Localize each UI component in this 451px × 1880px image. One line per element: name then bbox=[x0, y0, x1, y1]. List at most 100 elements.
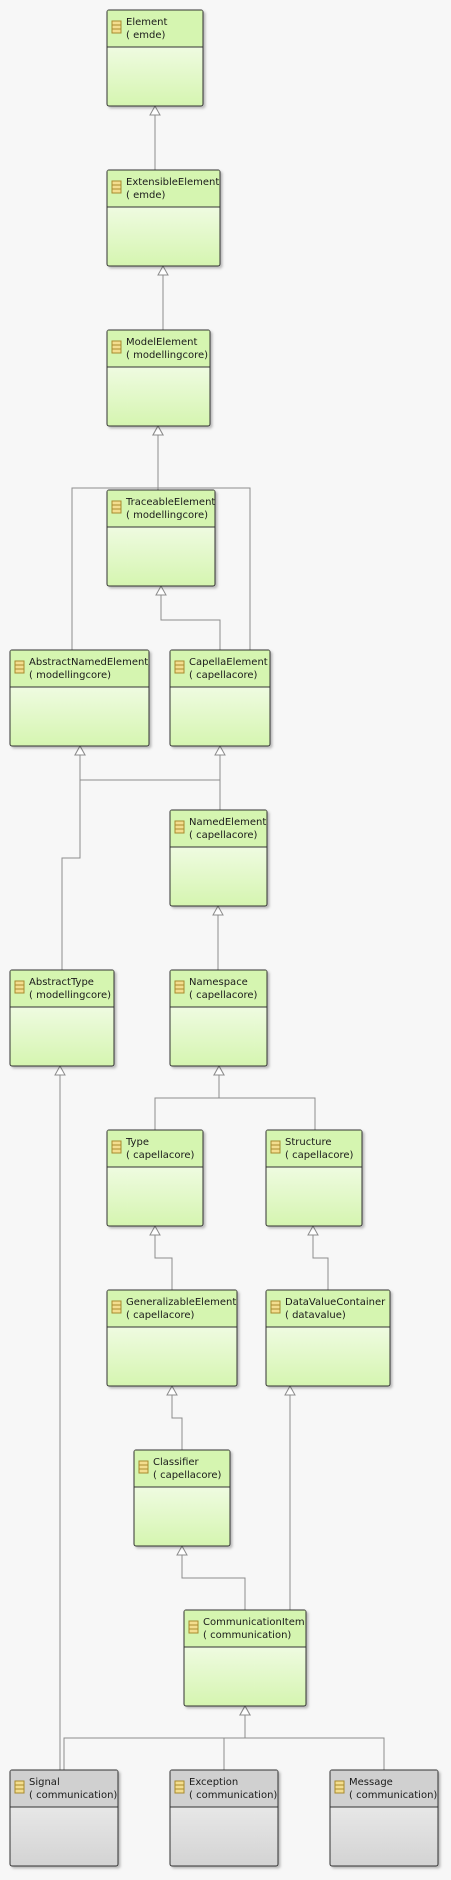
class-box-structure[interactable]: Structure ( capellacore) bbox=[265, 1129, 363, 1227]
generalization-extensible-element-to-element bbox=[149, 104, 161, 170]
class-icon bbox=[138, 1460, 149, 1474]
generalization-namespace-to-named-element bbox=[212, 904, 224, 970]
class-box-header bbox=[107, 1290, 237, 1327]
class-box-signal[interactable]: Signal ( communication) bbox=[9, 1769, 119, 1867]
class-box-header bbox=[107, 170, 220, 207]
generalization-arrowhead bbox=[214, 744, 226, 756]
class-box-capella-element[interactable]: CapellaElement( capellacore) bbox=[169, 649, 271, 747]
class-box-namespace[interactable]: Namespace ( capellacore) bbox=[169, 969, 268, 1067]
class-name: Structure bbox=[285, 1137, 332, 1148]
class-name: CapellaElement bbox=[189, 657, 268, 668]
class-box-header bbox=[266, 1130, 362, 1167]
class-box-header bbox=[10, 970, 114, 1007]
class-icon bbox=[174, 660, 185, 674]
class-nodes: Element( emde) ExtensibleElement( emde) Mo… bbox=[9, 9, 439, 1867]
class-package: ( capellacore) bbox=[285, 1150, 354, 1161]
class-box-header bbox=[107, 330, 210, 367]
class-package: ( communication) bbox=[349, 1790, 437, 1801]
generalization-signal-to-communication-item bbox=[63, 1704, 251, 1770]
class-icon bbox=[270, 1300, 281, 1314]
class-icon bbox=[111, 1140, 122, 1154]
class-icon bbox=[111, 1300, 122, 1314]
class-box-header bbox=[107, 490, 215, 527]
class-box-generalizable-element[interactable]: GeneralizableElement ( capellacore) bbox=[106, 1289, 238, 1387]
class-box-classifier[interactable]: Classifier( capellacore) bbox=[133, 1449, 231, 1547]
class-name: ModelElement bbox=[126, 337, 198, 348]
class-name: NamedElement bbox=[189, 817, 266, 828]
generalization-named-element-to-abstract-named-element bbox=[74, 744, 221, 810]
class-package: ( communication) bbox=[189, 1790, 277, 1801]
class-box-header bbox=[107, 1130, 203, 1167]
class-package: ( capellacore) bbox=[189, 990, 258, 1001]
generalization-capella-element-to-traceable-element bbox=[155, 584, 221, 650]
generalization-arrowhead bbox=[239, 1704, 251, 1716]
class-icon bbox=[111, 180, 122, 194]
generalization-generalizable-element-to-type bbox=[149, 1224, 173, 1290]
class-box-model-element[interactable]: ModelElement ( modellingcore) bbox=[106, 329, 211, 427]
generalization-arrowhead bbox=[307, 1224, 319, 1236]
class-icon bbox=[111, 340, 122, 354]
class-box-communication-item[interactable]: CommunicationItem ( communication) bbox=[183, 1609, 307, 1707]
class-name: DataValueContainer bbox=[285, 1297, 386, 1308]
generalization-model-element-to-extensible-element bbox=[157, 264, 169, 330]
class-package: ( modellingcore) bbox=[126, 350, 208, 361]
generalization-named-element-to-capella-element bbox=[214, 744, 226, 810]
class-name: ExtensibleElement bbox=[126, 177, 219, 188]
generalization-arrowhead bbox=[149, 1224, 161, 1236]
class-name: Namespace bbox=[189, 977, 248, 988]
class-box-extensible-element[interactable]: ExtensibleElement( emde) bbox=[106, 169, 221, 267]
class-name: Message bbox=[349, 1777, 393, 1788]
class-package: ( capellacore) bbox=[126, 1310, 195, 1321]
class-icon bbox=[174, 1780, 185, 1794]
class-icon bbox=[270, 1140, 281, 1154]
class-box-abstract-type[interactable]: AbstractType( modellingcore) bbox=[9, 969, 115, 1067]
class-name: AbstractNamedElement bbox=[29, 657, 148, 668]
generalization-arrowhead bbox=[212, 904, 224, 916]
class-name: Type bbox=[125, 1137, 149, 1148]
class-box-header bbox=[170, 1770, 278, 1807]
generalization-data-value-container-to-structure bbox=[307, 1224, 329, 1290]
class-icon bbox=[334, 1780, 345, 1794]
class-package: ( modellingcore) bbox=[29, 990, 111, 1001]
class-name: Element bbox=[126, 17, 167, 28]
class-icon bbox=[188, 1620, 199, 1634]
class-box-header bbox=[170, 650, 270, 687]
class-name: Classifier bbox=[153, 1457, 200, 1468]
generalization-arrowhead bbox=[54, 1064, 66, 1076]
generalization-message-to-communication-item bbox=[239, 1704, 385, 1770]
generalization-signal-to-abstract-type bbox=[54, 1064, 66, 1770]
class-box-exception[interactable]: Exception ( communication) bbox=[169, 1769, 279, 1867]
class-name: Signal bbox=[29, 1777, 60, 1788]
class-name: Exception bbox=[189, 1777, 238, 1788]
generalization-arrowhead bbox=[155, 584, 167, 596]
generalization-arrowhead bbox=[152, 424, 164, 436]
class-package: ( communication) bbox=[203, 1630, 291, 1641]
class-box-header bbox=[184, 1610, 306, 1647]
class-package: ( capellacore) bbox=[126, 1150, 195, 1161]
class-icon bbox=[111, 500, 122, 514]
class-box-header bbox=[10, 650, 149, 687]
class-package: ( capellacore) bbox=[189, 830, 258, 841]
class-name: GeneralizableElement bbox=[126, 1297, 236, 1308]
generalization-arrowhead bbox=[284, 1384, 296, 1396]
class-box-type[interactable]: Type ( capellacore) bbox=[106, 1129, 204, 1227]
generalization-edges bbox=[54, 104, 385, 1770]
class-package: ( datavalue) bbox=[285, 1310, 346, 1321]
class-box-message[interactable]: Message ( communication) bbox=[329, 1769, 439, 1867]
generalization-arrowhead bbox=[213, 1064, 225, 1076]
class-name: CommunicationItem bbox=[203, 1617, 305, 1628]
class-box-abstract-named-element[interactable]: AbstractNamedElement ( modellingcore) bbox=[9, 649, 150, 747]
class-package: ( modellingcore) bbox=[29, 670, 111, 681]
generalization-capella-element-to-model-element bbox=[152, 424, 251, 650]
class-box-traceable-element[interactable]: TraceableElement( modellingcore) bbox=[106, 489, 216, 587]
class-box-named-element[interactable]: NamedElement ( capellacore) bbox=[169, 809, 268, 907]
generalization-arrowhead bbox=[176, 1544, 188, 1556]
class-package: ( communication) bbox=[29, 1790, 117, 1801]
class-icon bbox=[14, 980, 25, 994]
generalization-communication-item-to-data-value-container bbox=[284, 1384, 296, 1610]
class-box-element[interactable]: Element( emde) bbox=[106, 9, 204, 107]
class-box-data-value-container[interactable]: DataValueContainer ( datavalue) bbox=[265, 1289, 391, 1387]
generalization-arrowhead bbox=[166, 1384, 178, 1396]
class-box-header bbox=[170, 970, 267, 1007]
class-icon bbox=[14, 660, 25, 674]
